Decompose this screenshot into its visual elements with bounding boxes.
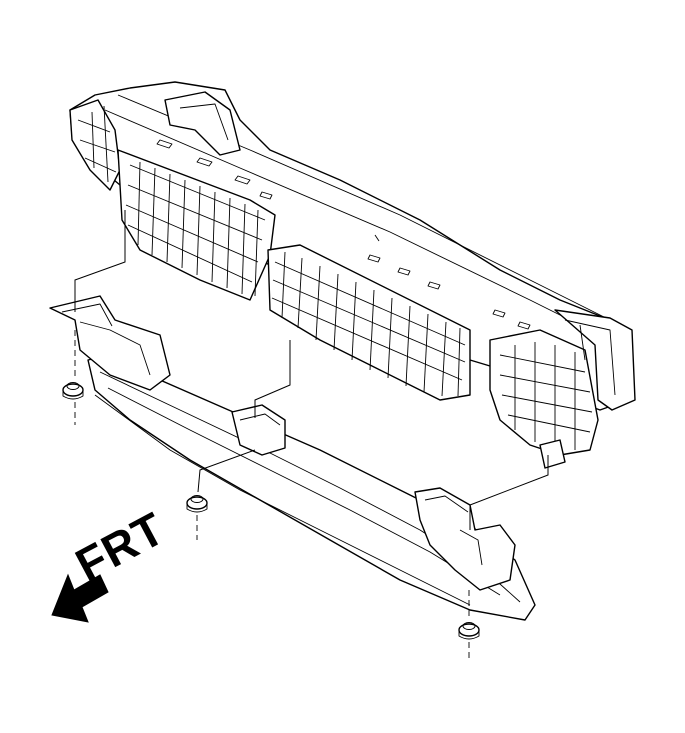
bumper-lower-spoiler xyxy=(49,295,536,621)
clip-right xyxy=(458,590,480,660)
leader-lines xyxy=(74,210,549,530)
bumper-reinforcement-absorber xyxy=(69,81,636,469)
clip-left xyxy=(62,330,84,425)
front-direction-arrow-icon xyxy=(51,573,109,623)
clip-middle xyxy=(186,495,208,540)
